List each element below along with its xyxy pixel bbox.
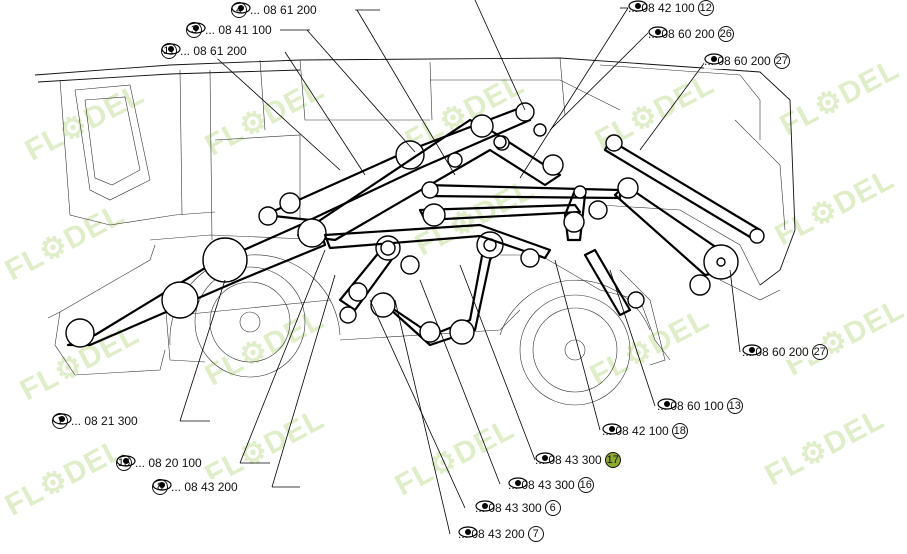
eye-icon bbox=[535, 452, 555, 464]
callout-1[interactable]: 1 ... 08 21 300 bbox=[52, 413, 138, 429]
callout-11[interactable]: 11 ... 08 61 200 bbox=[161, 43, 247, 59]
part-reference: ... 08 43 200 bbox=[458, 527, 525, 541]
eye-icon bbox=[602, 423, 622, 435]
callout-12[interactable]: ... 08 42 100 12 bbox=[628, 0, 714, 16]
callout-4[interactable]: 4 ... 08 61 200 bbox=[231, 2, 317, 18]
eye-icon bbox=[628, 0, 648, 12]
part-reference: ... 08 20 100 bbox=[135, 456, 202, 470]
belt-drives bbox=[65, 102, 765, 348]
part-reference: ... 08 61 200 bbox=[250, 3, 317, 17]
callout-27-bottom[interactable]: ... 08 60 200 27 bbox=[742, 344, 828, 360]
part-reference: ... 08 43 300 bbox=[508, 478, 575, 492]
harvester-outline bbox=[34, 57, 796, 406]
callout-number-highlighted: 17 bbox=[604, 452, 621, 468]
callout-number: 18 bbox=[671, 423, 688, 439]
callout-13[interactable]: ... 08 60 100 13 bbox=[657, 398, 743, 414]
callout-26[interactable]: ... 08 60 200 26 bbox=[648, 26, 734, 42]
callout-16[interactable]: ... 08 43 300 16 bbox=[508, 477, 594, 493]
part-reference: ... 08 60 200 bbox=[704, 54, 771, 68]
callout-27-top[interactable]: ... 08 60 200 27 bbox=[704, 53, 790, 69]
callout-6[interactable]: ... 08 43 300 6 bbox=[475, 500, 561, 516]
callout-number: 26 bbox=[717, 26, 734, 42]
part-reference: ... 08 60 200 bbox=[648, 27, 715, 41]
part-reference: ... 08 43 300 bbox=[535, 453, 602, 467]
part-reference: ... 08 43 200 bbox=[171, 480, 238, 494]
eye-icon bbox=[161, 43, 181, 55]
eye-icon bbox=[475, 500, 495, 512]
callout-number: 27 bbox=[811, 344, 828, 360]
part-reference: ... 08 61 200 bbox=[180, 44, 247, 58]
callout-18[interactable]: ... 08 42 100 18 bbox=[602, 423, 688, 439]
callout-number: 13 bbox=[726, 398, 743, 414]
callout-number: 6 bbox=[544, 500, 561, 516]
eye-icon bbox=[458, 526, 478, 538]
part-reference: ... 08 42 100 bbox=[628, 1, 695, 15]
callout-8[interactable]: 8 ... 08 43 200 bbox=[152, 479, 238, 495]
callout-7[interactable]: ... 08 43 200 7 bbox=[458, 526, 544, 542]
part-reference: ... 08 43 300 bbox=[475, 501, 542, 515]
callout-number: 27 bbox=[773, 53, 790, 69]
callout-15[interactable]: 15 ... 08 20 100 bbox=[116, 455, 202, 471]
part-reference: ... 08 21 300 bbox=[71, 414, 138, 428]
callout-number: 16 bbox=[577, 477, 594, 493]
part-reference: ... 08 60 100 bbox=[657, 399, 724, 413]
eye-icon bbox=[508, 477, 528, 489]
part-reference: ... 08 42 100 bbox=[602, 424, 669, 438]
callout-number: 7 bbox=[527, 526, 544, 542]
eye-icon bbox=[742, 344, 762, 356]
eye-icon bbox=[657, 398, 677, 410]
part-reference: ... 08 60 200 bbox=[742, 345, 809, 359]
callout-number: 12 bbox=[697, 0, 714, 16]
part-reference: ... 08 41 100 bbox=[205, 23, 272, 37]
eye-icon bbox=[231, 2, 251, 14]
eye-icon bbox=[52, 413, 72, 425]
eye-icon bbox=[648, 26, 668, 38]
callout-17[interactable]: ... 08 43 300 17 bbox=[535, 452, 621, 468]
leader-lines bbox=[179, 0, 741, 535]
callout-3[interactable]: 3 ... 08 41 100 bbox=[186, 22, 272, 38]
eye-icon bbox=[116, 455, 136, 467]
eye-icon bbox=[704, 53, 724, 65]
eye-icon bbox=[152, 479, 172, 491]
eye-icon bbox=[186, 22, 206, 34]
